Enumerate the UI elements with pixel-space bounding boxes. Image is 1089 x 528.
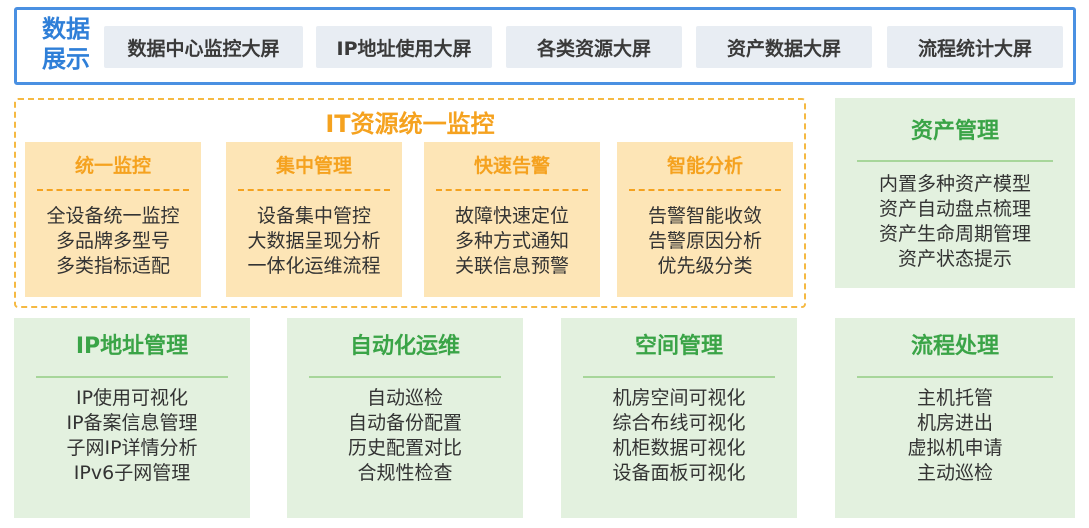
module-title: 空间管理 bbox=[634, 334, 723, 359]
it-card-line: 优先级分类 bbox=[657, 255, 753, 277]
data-display-label-line1: 数据 bbox=[42, 15, 90, 43]
module-line: 机房进出 bbox=[916, 412, 993, 434]
module-lines: 主机托管 机房进出 虚拟机申请 主动巡检 bbox=[835, 386, 1075, 486]
it-card-line: 故障快速定位 bbox=[454, 205, 569, 227]
it-card-lines: 故障快速定位 多种方式通知 关联信息预警 bbox=[424, 204, 600, 279]
module-line: IP备案信息管理 bbox=[66, 412, 198, 434]
dashed-divider bbox=[436, 189, 588, 191]
tab-datacenter-monitor-screen[interactable]: 数据中心监控大屏 bbox=[104, 26, 303, 68]
it-monitor-section: IT资源统一监控 统一监控 全设备统一监控 多品牌多型号 多类指标适配 集中管理… bbox=[14, 98, 806, 308]
it-card-line: 多类指标适配 bbox=[55, 255, 170, 277]
it-card-lines: 设备集中管控 大数据呈现分析 一体化运维流程 bbox=[226, 204, 402, 279]
data-display-label-line2: 展示 bbox=[42, 45, 90, 73]
module-line: 主机托管 bbox=[916, 387, 993, 409]
module-process-handling: 流程处理 主机托管 机房进出 虚拟机申请 主动巡检 bbox=[835, 318, 1075, 518]
it-card-line: 大数据呈现分析 bbox=[247, 230, 381, 252]
it-card-centralized-mgmt: 集中管理 设备集中管控 大数据呈现分析 一体化运维流程 bbox=[226, 142, 402, 297]
it-card-line: 告警原因分析 bbox=[647, 230, 762, 252]
it-card-lines: 告警智能收敛 告警原因分析 优先级分类 bbox=[617, 204, 793, 279]
green-divider bbox=[36, 376, 228, 378]
tab-resources-screen[interactable]: 各类资源大屏 bbox=[506, 26, 682, 68]
data-display-bar: 数据 展示 数据中心监控大屏 IP地址使用大屏 各类资源大屏 资产数据大屏 流程… bbox=[14, 7, 1076, 85]
green-divider bbox=[857, 160, 1053, 162]
module-line: 自动备份配置 bbox=[347, 412, 462, 434]
it-card-line: 关联信息预警 bbox=[454, 255, 569, 277]
it-card-unified-monitor: 统一监控 全设备统一监控 多品牌多型号 多类指标适配 bbox=[25, 142, 201, 297]
green-divider bbox=[857, 376, 1053, 378]
module-automation-ops: 自动化运维 自动巡检 自动备份配置 历史配置对比 合规性检查 bbox=[287, 318, 523, 518]
green-divider bbox=[309, 376, 501, 378]
module-line: 设备面板可视化 bbox=[612, 462, 746, 484]
it-card-fast-alert: 快速告警 故障快速定位 多种方式通知 关联信息预警 bbox=[424, 142, 600, 297]
it-card-line: 设备集中管控 bbox=[256, 205, 371, 227]
module-lines: IP使用可视化 IP备案信息管理 子网IP详情分析 IPv6子网管理 bbox=[14, 386, 250, 486]
dashed-divider bbox=[629, 189, 781, 191]
module-title: 流程处理 bbox=[910, 334, 999, 359]
module-line: IP使用可视化 bbox=[75, 387, 189, 409]
module-line: 机柜数据可视化 bbox=[612, 437, 746, 459]
module-line: 历史配置对比 bbox=[347, 437, 462, 459]
it-card-title: 集中管理 bbox=[275, 154, 352, 177]
module-ip-address-mgmt: IP地址管理 IP使用可视化 IP备案信息管理 子网IP详情分析 IPv6子网管… bbox=[14, 318, 250, 518]
tab-process-stats-screen[interactable]: 流程统计大屏 bbox=[887, 26, 1063, 68]
module-line: 主动巡检 bbox=[916, 462, 993, 484]
it-card-title: 快速告警 bbox=[473, 154, 550, 177]
module-line: 虚拟机申请 bbox=[907, 437, 1003, 459]
asset-mgmt-line: 资产状态提示 bbox=[897, 248, 1012, 270]
it-card-title: 智能分析 bbox=[666, 154, 743, 177]
it-monitor-title: IT资源统一监控 bbox=[325, 109, 495, 138]
it-card-line: 全设备统一监控 bbox=[46, 205, 180, 227]
it-card-line: 一体化运维流程 bbox=[247, 255, 381, 277]
asset-mgmt-card: 资产管理 内置多种资产模型 资产自动盘点梳理 资产生命周期管理 资产状态提示 bbox=[835, 98, 1075, 288]
module-space-mgmt: 空间管理 机房空间可视化 综合布线可视化 机柜数据可视化 设备面板可视化 bbox=[561, 318, 797, 518]
it-card-line: 告警智能收敛 bbox=[647, 205, 762, 227]
module-line: 合规性检查 bbox=[357, 462, 453, 484]
tab-asset-data-screen[interactable]: 资产数据大屏 bbox=[696, 26, 872, 68]
module-title: IP地址管理 bbox=[75, 334, 189, 359]
dashed-divider bbox=[238, 189, 390, 191]
data-display-label: 数据 展示 bbox=[31, 14, 101, 74]
module-line: 自动巡检 bbox=[366, 387, 443, 409]
tab-ip-usage-screen[interactable]: IP地址使用大屏 bbox=[316, 26, 492, 68]
module-line: 综合布线可视化 bbox=[612, 412, 746, 434]
it-card-smart-analysis: 智能分析 告警智能收敛 告警原因分析 优先级分类 bbox=[617, 142, 793, 297]
green-divider bbox=[583, 376, 775, 378]
asset-mgmt-line: 内置多种资产模型 bbox=[878, 173, 1031, 195]
it-card-lines: 全设备统一监控 多品牌多型号 多类指标适配 bbox=[25, 204, 201, 279]
module-lines: 自动巡检 自动备份配置 历史配置对比 合规性检查 bbox=[287, 386, 523, 486]
it-card-line: 多种方式通知 bbox=[454, 230, 569, 252]
it-card-line: 多品牌多型号 bbox=[55, 230, 170, 252]
module-line: 子网IP详情分析 bbox=[66, 437, 198, 459]
module-title: 自动化运维 bbox=[349, 334, 460, 359]
asset-mgmt-line: 资产生命周期管理 bbox=[878, 223, 1031, 245]
module-line: 机房空间可视化 bbox=[612, 387, 746, 409]
it-card-title: 统一监控 bbox=[74, 154, 151, 177]
module-lines: 机房空间可视化 综合布线可视化 机柜数据可视化 设备面板可视化 bbox=[561, 386, 797, 486]
asset-mgmt-title: 资产管理 bbox=[910, 119, 999, 144]
dashed-divider bbox=[37, 189, 189, 191]
module-line: IPv6子网管理 bbox=[73, 462, 191, 484]
asset-mgmt-lines: 内置多种资产模型 资产自动盘点梳理 资产生命周期管理 资产状态提示 bbox=[835, 172, 1075, 272]
asset-mgmt-line: 资产自动盘点梳理 bbox=[878, 198, 1031, 220]
